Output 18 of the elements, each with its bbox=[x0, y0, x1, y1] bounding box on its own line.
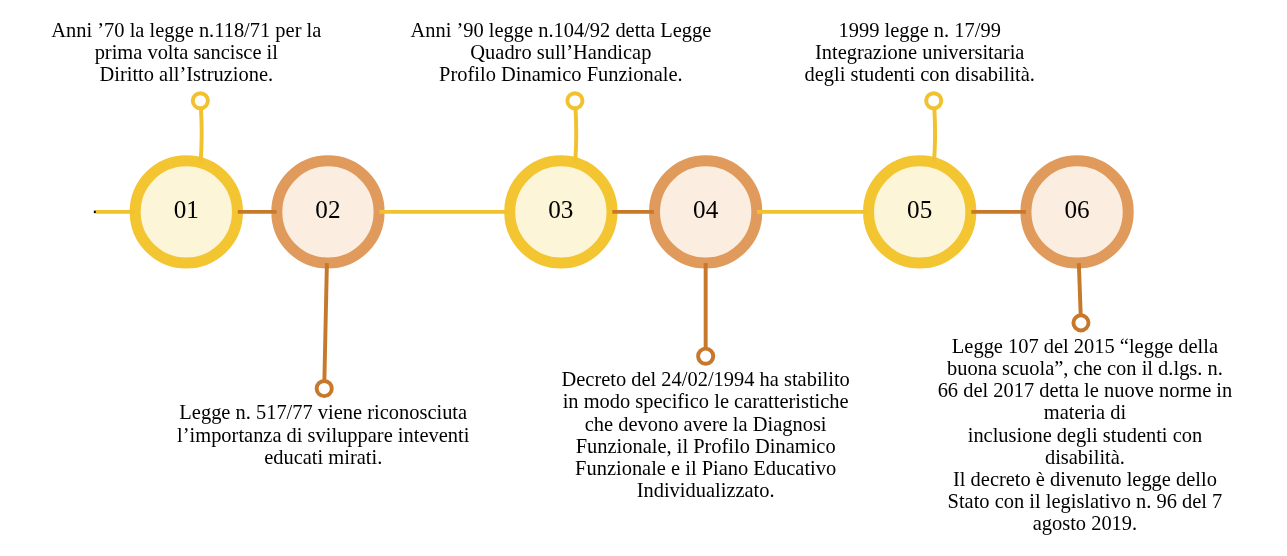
connector bbox=[314, 263, 334, 399]
node-text: Decreto del 24/02/1994 ha stabilito in modo specifico le caratteristiche che devono avere la Diagnosi Funzionale, il Profilo Dinamico Funzionale e il Piano Educativo Individualizzato. bbox=[561, 368, 850, 501]
connector bbox=[1071, 263, 1091, 333]
node-circle: 05 bbox=[863, 155, 977, 269]
connector bbox=[696, 263, 716, 366]
node-text: Legge n. 517/77 viene riconosciuta l’importanza di sviluppare inteventi educati mirati. bbox=[177, 401, 470, 468]
node-text: Anni ’90 legge n.104/92 detta Legge Quadro sull’Handicap Profilo Dinamico Funzionale. bbox=[410, 19, 712, 86]
node-circle: 06 bbox=[1020, 155, 1134, 269]
node-circle: 04 bbox=[649, 155, 763, 269]
node-text: Legge 107 del 2015 “legge della buona scuola”, che con il d.lgs. n. 66 del 2017 detta le nuove norme in materia di inclusione degli studenti con disabilità. Il decreto è divenuto legge dello Stato con il legislativo n. 96 del 7 agosto 2019. bbox=[937, 335, 1233, 534]
connector bbox=[971, 209, 1026, 214]
node-circle: 01 bbox=[129, 155, 243, 269]
connector bbox=[612, 209, 654, 214]
node-text: Anni ’70 la legge n.118/71 per la prima volta sancisce il Diritto all’Istruzione. bbox=[51, 19, 322, 86]
node-circle: 03 bbox=[504, 155, 618, 269]
connector bbox=[237, 209, 277, 214]
node-text: 1999 legge n. 17/99 Integrazione universitaria degli studenti con disabilità. bbox=[804, 19, 1035, 86]
node-circle: 02 bbox=[271, 155, 385, 269]
